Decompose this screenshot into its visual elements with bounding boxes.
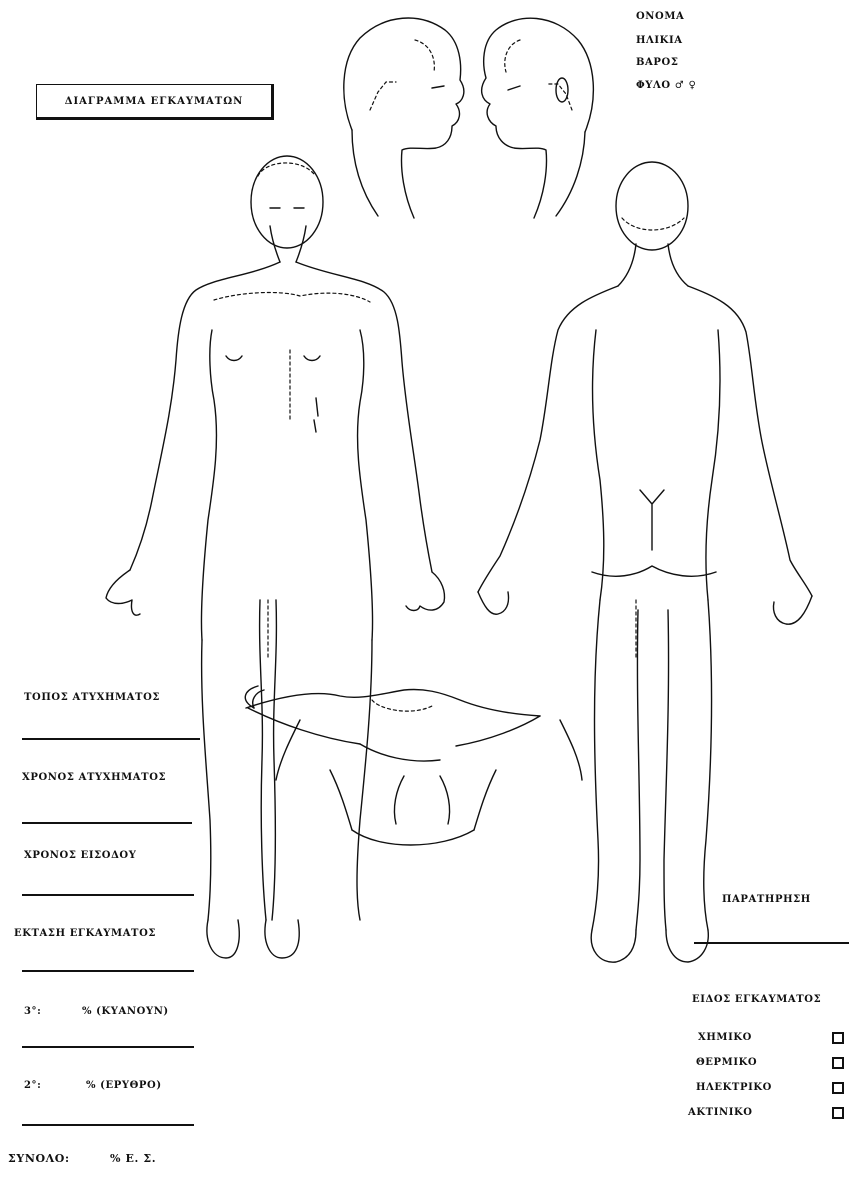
accident-place-line[interactable] bbox=[22, 738, 200, 740]
burn-type-radiation-checkbox[interactable] bbox=[832, 1107, 844, 1119]
body-front bbox=[106, 156, 445, 958]
remarks-label: ΠΑΡΑΤΗΡΗΣΗ bbox=[722, 894, 811, 905]
patient-age-label: ΗΛΙΚΙΑ bbox=[636, 35, 683, 46]
body-perineal-view bbox=[245, 686, 582, 845]
entry-time-label: ΧΡΟΝΟΣ ΕΙΣΟΔΟΥ bbox=[24, 850, 136, 861]
burn-extent-label: ΕΚΤΑΣΗ ΕΓΚΑΥΜΑΤΟΣ bbox=[14, 928, 156, 939]
total-label: % Ε. Σ. bbox=[110, 1152, 156, 1165]
accident-time-line[interactable] bbox=[22, 822, 192, 824]
remarks-line[interactable] bbox=[694, 942, 849, 944]
second-degree-label: % (ΕΡΥΘΡΟ) bbox=[86, 1080, 162, 1091]
second-degree-line[interactable] bbox=[22, 1124, 194, 1126]
burn-type-chemical-label: ΧΗΜΙΚΟ bbox=[698, 1032, 752, 1043]
patient-sex-label: ΦΥΛΟ ♂ ♀ bbox=[636, 80, 696, 91]
burn-extent-line[interactable] bbox=[22, 970, 194, 972]
head-profile-left-facing bbox=[482, 18, 594, 218]
burn-type-electrical-checkbox[interactable] bbox=[832, 1082, 844, 1094]
accident-place-label: ΤΟΠΟΣ ΑΤΥΧΗΜΑΤΟΣ bbox=[24, 692, 160, 703]
third-degree-label: % (ΚΥΑΝΟΥΝ) bbox=[82, 1006, 169, 1017]
burn-type-thermal-checkbox[interactable] bbox=[832, 1057, 844, 1069]
burn-type-radiation-label: ΑΚΤΙΝΙΚΟ bbox=[688, 1107, 753, 1118]
third-degree-code: 3°: bbox=[24, 1006, 41, 1017]
chart-title: ΔΙΑΓΡΑΜΜΑ ΕΓΚΑΥΜΑΤΩΝ bbox=[65, 96, 244, 107]
patient-name-label: ΟΝΟΜΑ bbox=[636, 11, 684, 22]
burn-type-electrical-label: ΗΛΕΚΤΡΙΚΟ bbox=[696, 1082, 772, 1093]
patient-weight-label: ΒΑΡΟΣ bbox=[636, 57, 679, 68]
body-back bbox=[478, 162, 812, 962]
accident-time-label: ΧΡΟΝΟΣ ΑΤΥΧΗΜΑΤΟΣ bbox=[22, 772, 166, 783]
second-degree-code: 2°: bbox=[24, 1080, 41, 1091]
burn-type-heading: ΕΙΔΟΣ ΕΓΚΑΥΜΑΤΟΣ bbox=[692, 994, 821, 1005]
total-code: ΣΥΝΟΛΟ: bbox=[8, 1152, 70, 1165]
third-degree-line[interactable] bbox=[22, 1046, 194, 1048]
burn-type-chemical-checkbox[interactable] bbox=[832, 1032, 844, 1044]
burn-type-thermal-label: ΘΕΡΜΙΚΟ bbox=[696, 1057, 757, 1068]
entry-time-line[interactable] bbox=[22, 894, 194, 896]
head-profile-right-facing bbox=[344, 18, 464, 218]
chart-title-box: ΔΙΑΓΡΑΜΜΑ ΕΓΚΑΥΜΑΤΩΝ bbox=[36, 84, 274, 120]
